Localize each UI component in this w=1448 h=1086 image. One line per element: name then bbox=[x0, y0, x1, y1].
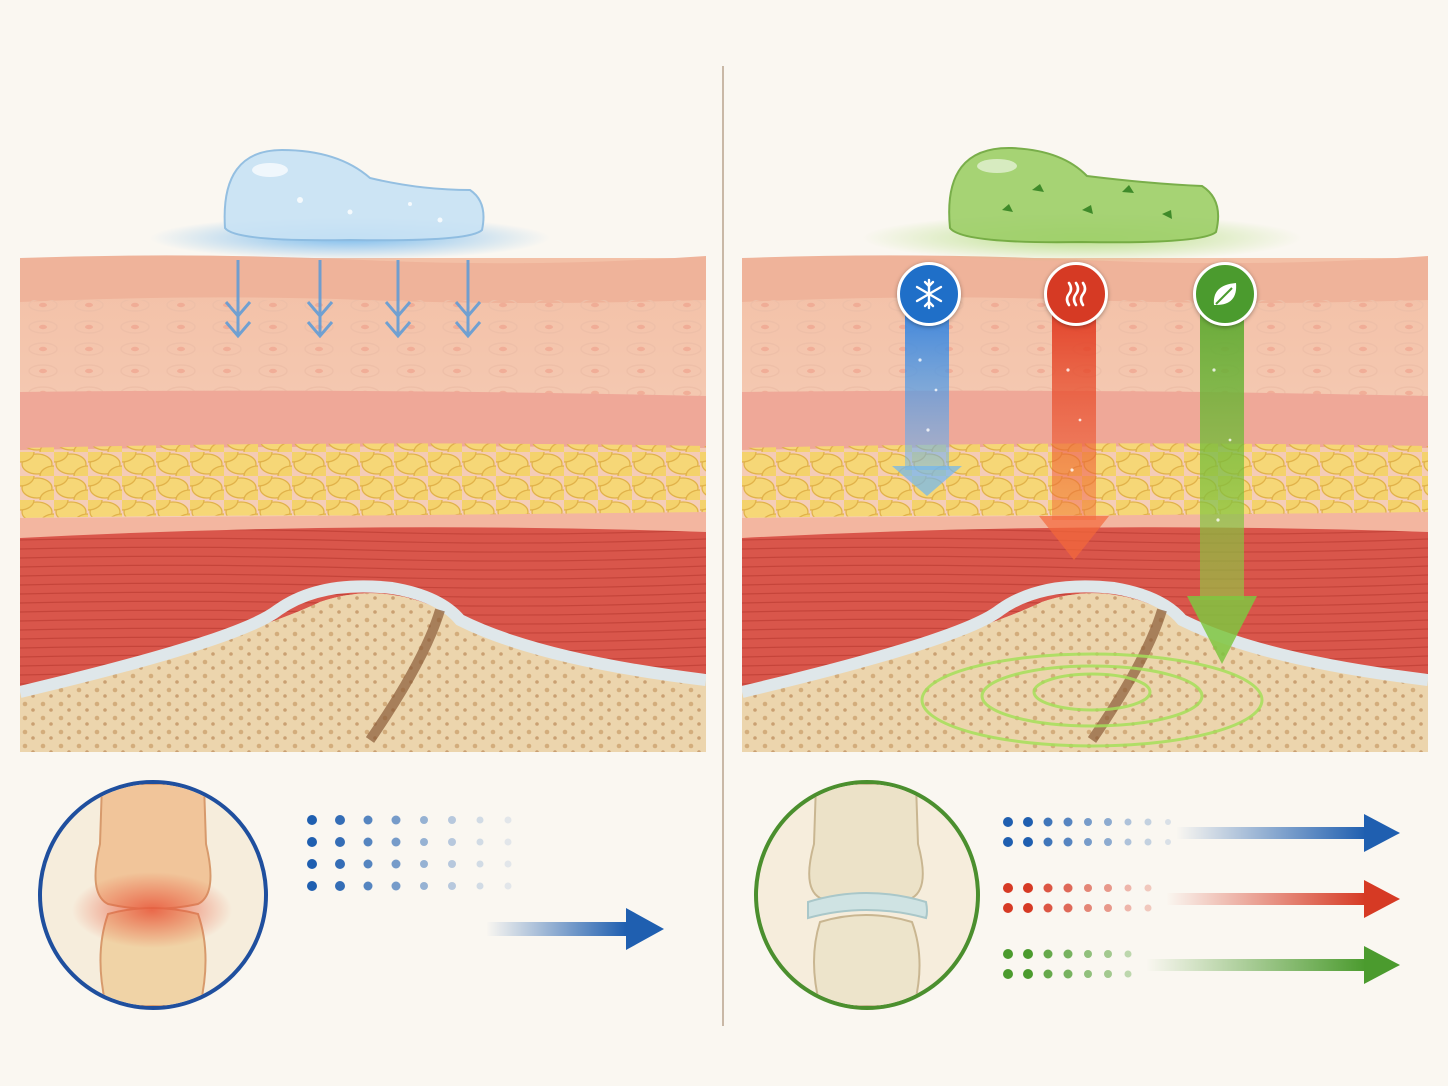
herbal-effect-row bbox=[1003, 946, 1400, 984]
herbal-gel-droplet bbox=[948, 146, 1220, 244]
heat-channel-arrow bbox=[1039, 310, 1109, 560]
right-skin-cross-section bbox=[742, 146, 1428, 752]
heat-effect-row bbox=[1003, 880, 1400, 918]
left-effect-indicator bbox=[307, 815, 664, 950]
herbal-channel-arrow bbox=[1187, 310, 1257, 664]
shallow-penetration-arrows bbox=[224, 260, 482, 339]
joint-healing-glow-rings bbox=[920, 652, 1264, 748]
cold-effect-row bbox=[1003, 814, 1400, 852]
right-effect-indicators bbox=[1003, 814, 1400, 984]
healthy-knee-joint bbox=[754, 780, 980, 1010]
inflamed-knee-joint bbox=[38, 780, 268, 1010]
panel-divider bbox=[722, 66, 724, 1026]
snowflake-icon bbox=[897, 262, 961, 326]
cold-channel-arrow bbox=[892, 310, 962, 496]
heat-waves-icon bbox=[1044, 262, 1108, 326]
clear-gel-droplet bbox=[223, 148, 485, 242]
leaf-icon bbox=[1193, 262, 1257, 326]
left-skin-cross-section bbox=[20, 148, 706, 752]
